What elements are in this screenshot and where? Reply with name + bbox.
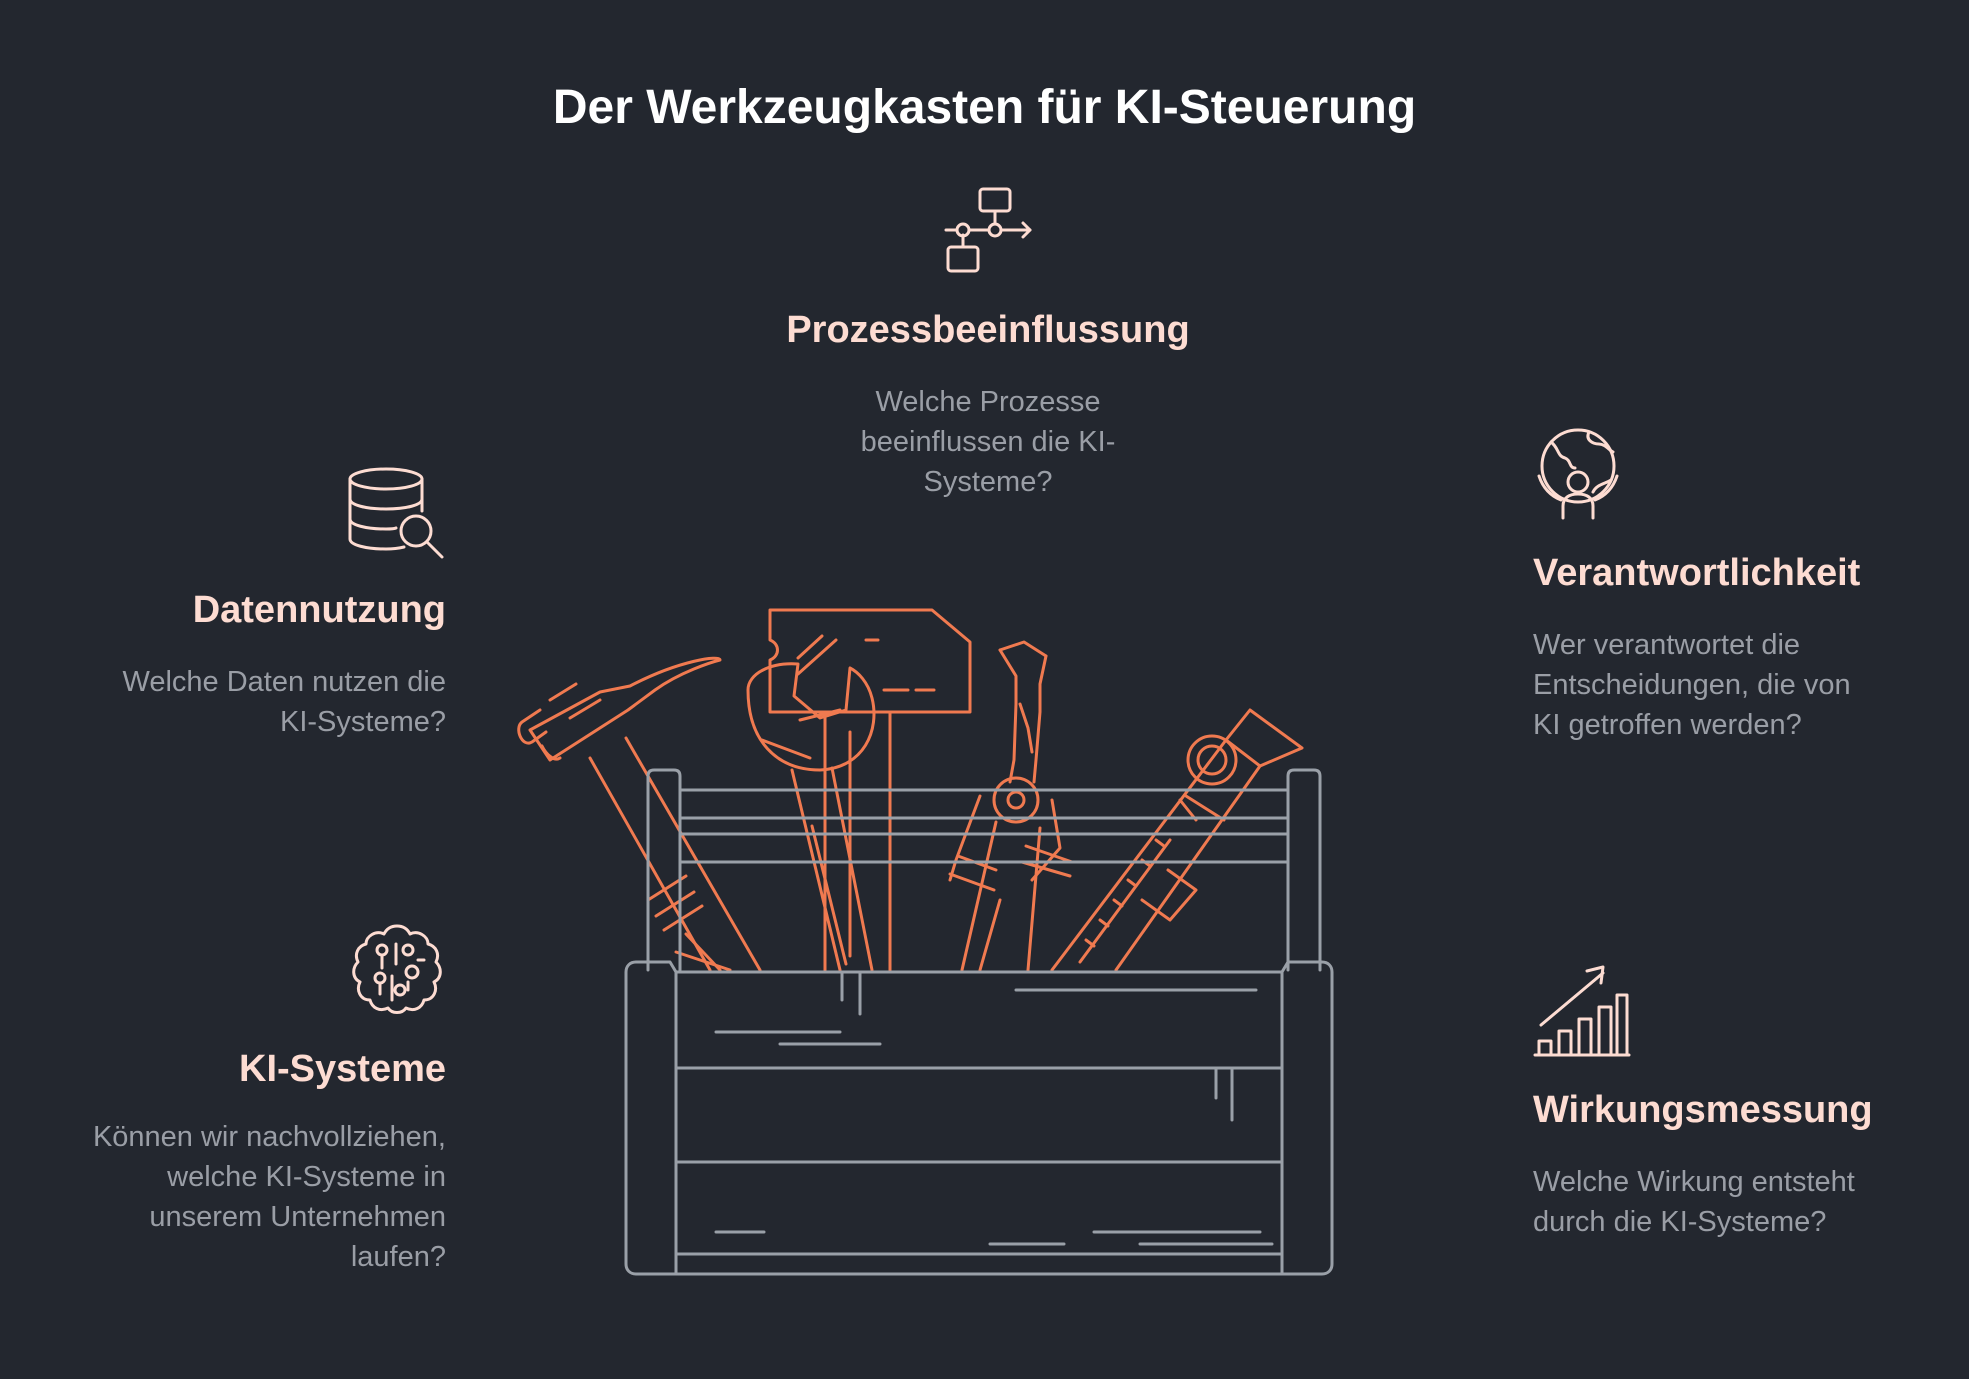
heading-verantwortlichkeit: Verantwortlichkeit	[1533, 552, 1861, 594]
question-datennutzung: Welche Daten nutzen die KI-Systeme?	[122, 666, 446, 738]
brain-circuit-icon	[352, 924, 442, 1014]
question-prozessbeeinflussung: Welche Prozesse beeinflussen die KI-Syst…	[860, 386, 1116, 498]
block-prozessbeeinflussung: Prozessbeeinflussung Welche Prozesse bee…	[730, 185, 1246, 502]
claw-hammer-icon	[517, 656, 762, 972]
block-verantwortlichkeit: Verantwortlichkeit Wer verantwortet die …	[1533, 426, 1913, 745]
growth-chart-icon	[1533, 965, 1631, 1057]
spirit-level-icon	[1050, 708, 1304, 972]
question-verantwortlichkeit: Wer verantwortet die Entscheidungen, die…	[1533, 629, 1851, 741]
block-datennutzung: Datennutzung Welche Daten nutzen die KI-…	[80, 465, 446, 742]
block-ki-systeme: KI-Systeme Können wir nachvollziehen, we…	[80, 920, 446, 1277]
block-wirkungsmessung: Wirkungsmessung Welche Wirkung entsteht …	[1533, 963, 1933, 1242]
heading-wirkungsmessung: Wirkungsmessung	[1533, 1089, 1873, 1131]
toolbox-illustration	[517, 608, 1334, 1276]
globe-person-icon	[1537, 428, 1619, 520]
heading-ki-systeme: KI-Systeme	[239, 1048, 446, 1090]
process-flow-icon	[944, 187, 1032, 273]
page-title: Der Werkzeugkasten für KI-Steuerung	[552, 81, 1417, 134]
pliers-icon	[948, 640, 1074, 972]
toolbox-icon	[624, 768, 1334, 1276]
question-wirkungsmessung: Welche Wirkung entsteht durch die KI-Sys…	[1533, 1166, 1855, 1238]
database-search-icon	[348, 467, 444, 559]
sledgehammer-icon	[768, 608, 972, 972]
heading-prozessbeeinflussung: Prozessbeeinflussung	[786, 309, 1190, 351]
question-ki-systeme: Können wir nachvollziehen, welche KI-Sys…	[92, 1121, 446, 1273]
heading-datennutzung: Datennutzung	[192, 589, 446, 631]
